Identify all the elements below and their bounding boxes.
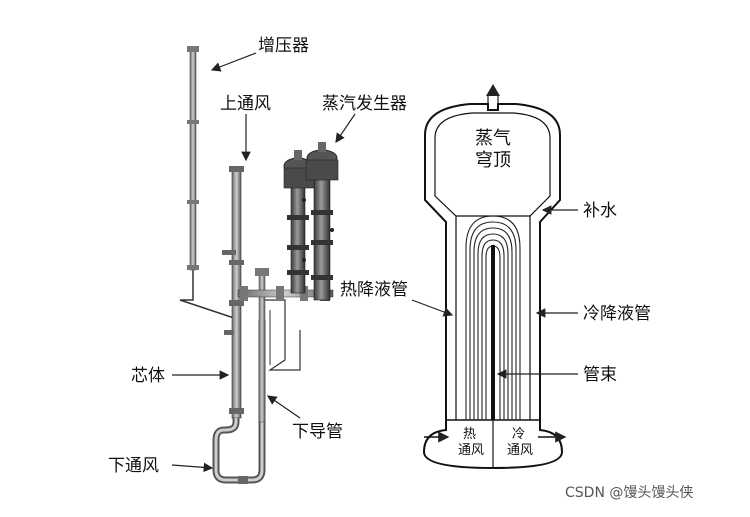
label-hot-vent-line1: 热	[463, 427, 476, 442]
label-cold-vent-line2: 通风	[507, 443, 533, 458]
label-booster: 增压器	[258, 36, 309, 56]
booster-pipe	[187, 46, 199, 271]
steam-generator-section	[422, 84, 567, 470]
label-steam-generator: 蒸汽发生器	[322, 94, 407, 114]
label-makeup-water: 补水	[583, 201, 617, 221]
steam-generator-columns	[283, 142, 339, 301]
label-core: 芯体	[131, 366, 165, 386]
lower-u-bend	[212, 320, 266, 484]
label-down-guide-pipe: 下导管	[292, 422, 343, 442]
down-guide-pipe	[255, 268, 301, 423]
loop-apparatus	[179, 46, 339, 484]
label-upper-vent: 上通风	[220, 94, 271, 114]
label-steam-dome-line1: 蒸气	[475, 128, 511, 149]
label-cold-vent-line1: 冷	[512, 427, 525, 442]
watermark: CSDN @馒头馒头侠	[565, 485, 693, 501]
center-divider	[491, 245, 495, 420]
label-lower-vent: 下通风	[108, 456, 159, 476]
label-tube-bundle: 管束	[583, 365, 617, 385]
label-hot-vent-line2: 通风	[458, 443, 484, 458]
label-hot-downcomer: 热降液管	[340, 280, 408, 300]
u-tube-bundle	[465, 215, 521, 420]
label-steam-dome-line2: 穹顶	[475, 150, 511, 171]
label-cold-downcomer: 冷降液管	[583, 304, 651, 324]
